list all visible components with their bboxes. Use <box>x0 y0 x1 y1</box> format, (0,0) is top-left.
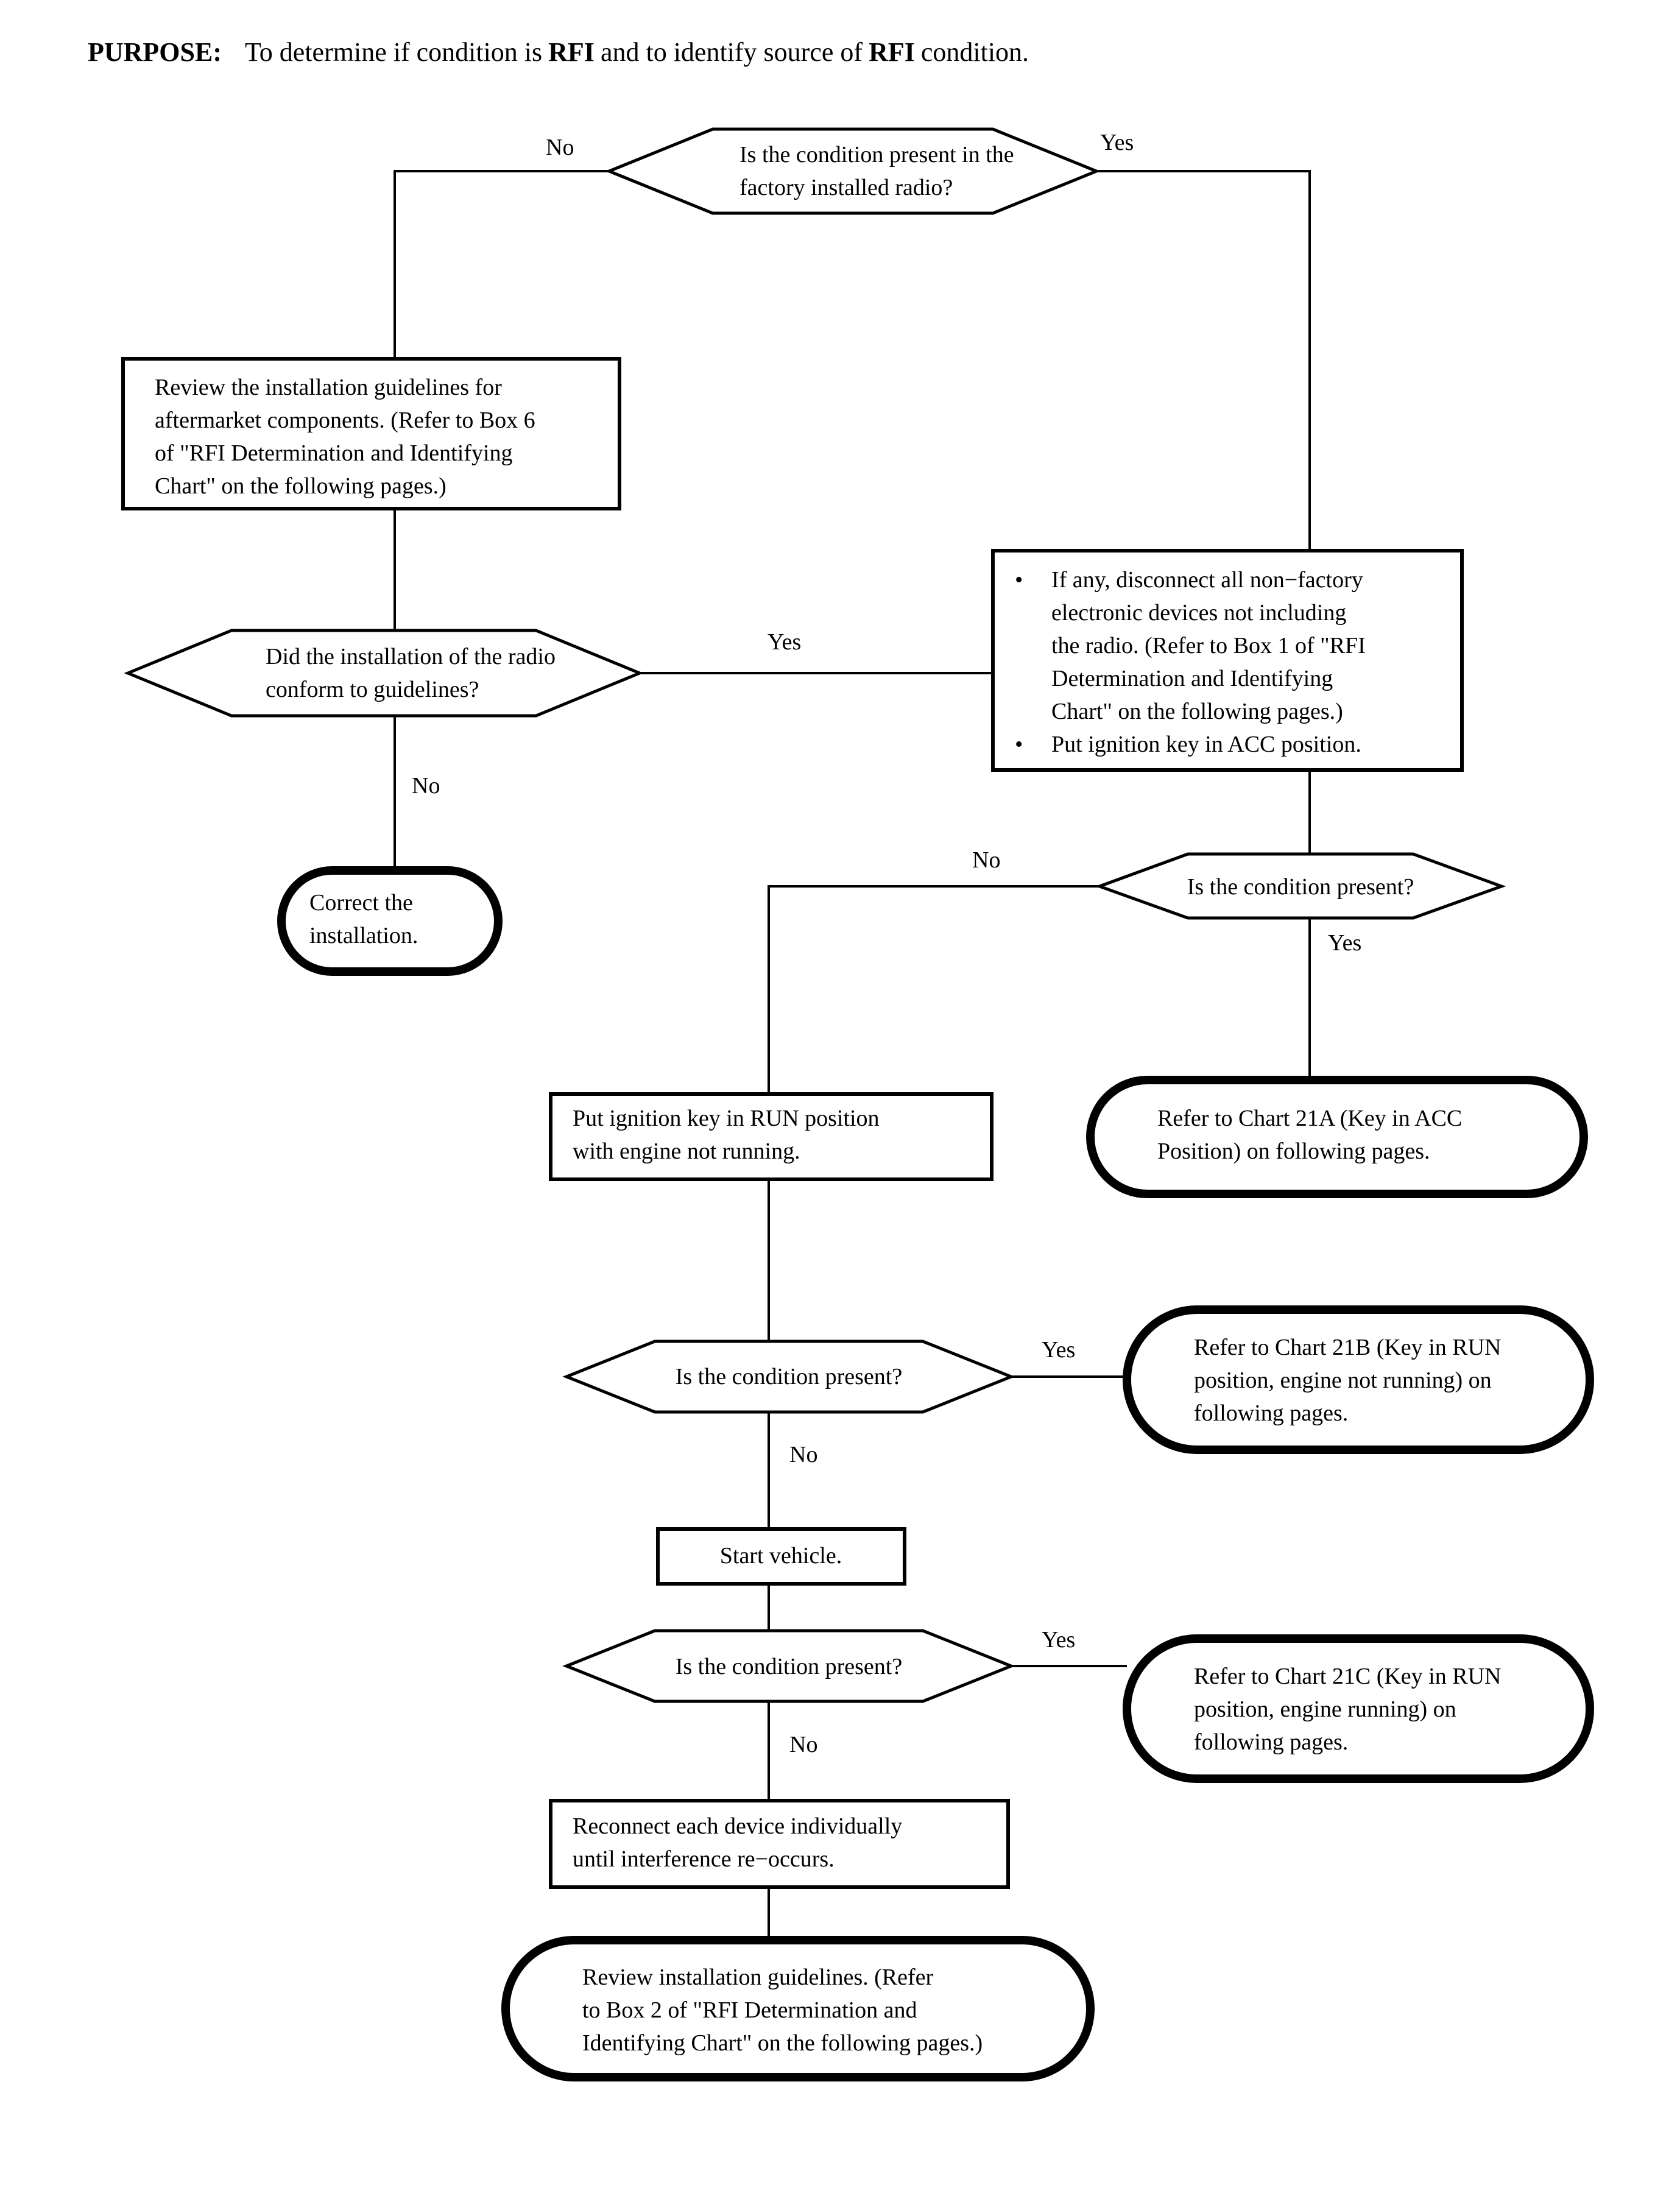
process-reconnect-text: Reconnect each device individually until… <box>573 1814 903 1873</box>
purpose-segment-3: condition. <box>920 37 1029 67</box>
process-start-vehicle-shape <box>656 1527 906 1586</box>
disconnect-bullet-item: • If any, disconnect all non−factory ele… <box>1015 565 1444 730</box>
label-yes-present3: Yes <box>1042 1628 1076 1653</box>
label-yes-factory-radio: Yes <box>1100 130 1134 156</box>
process-review-guidelines-text: Review the installation guidelines for a… <box>155 375 535 500</box>
terminal-review-guidelines-shape <box>501 1936 1095 2081</box>
label-no-present2: No <box>789 1442 818 1468</box>
decision-present1-shape <box>1095 852 1506 920</box>
label-no-present1: No <box>972 848 1001 874</box>
label-yes-present1: Yes <box>1328 931 1362 956</box>
purpose-rfi-1: RFI <box>548 37 595 67</box>
process-run-position-text: Put ignition key in RUN position with en… <box>573 1106 880 1165</box>
terminal-chart-21a-text: Refer to Chart 21A (Key in ACC Position)… <box>1157 1106 1463 1165</box>
node-shapes <box>121 127 1594 2081</box>
edge-no-factory-radio <box>394 170 609 359</box>
edge-no-present1 <box>768 885 1099 1094</box>
bullet-icon: • <box>1015 732 1023 758</box>
edge-yes-factory-radio <box>1096 170 1311 551</box>
terminal-chart-21b-text: Refer to Chart 21B (Key in RUN position,… <box>1194 1335 1502 1427</box>
purpose-label: PURPOSE: <box>88 37 222 67</box>
process-disconnect-shape <box>991 549 1464 772</box>
purpose-rfi-2: RFI <box>869 37 915 67</box>
process-run-position-shape <box>549 1092 994 1181</box>
process-start-vehicle-text: Start vehicle. <box>719 1544 842 1569</box>
terminal-chart-21a-shape <box>1086 1076 1588 1198</box>
ignition-acc-bullet-item: • Put ignition key in ACC position. <box>1015 730 1444 763</box>
decision-present1-text: Is the condition present? <box>1187 875 1414 900</box>
label-yes-conform: Yes <box>768 630 802 655</box>
bullet-icon: • <box>1015 568 1023 593</box>
decision-conform-shape <box>124 629 644 718</box>
terminal-review-guidelines-text: Review installation guidelines. (Refer t… <box>582 1965 983 2056</box>
terminal-correct-installation-text: Correct the installation. <box>309 891 418 949</box>
decision-present3-shape <box>562 1629 1015 1703</box>
ignition-acc-text: Put ignition key in ACC position. <box>1051 732 1361 758</box>
terminal-chart-21b-shape <box>1123 1305 1594 1454</box>
purpose-segment-2: and to identify source of <box>600 37 863 67</box>
process-disconnect-text: • If any, disconnect all non−factory ele… <box>1015 565 1444 763</box>
decision-present3-text: Is the condition present? <box>675 1654 903 1680</box>
connector-lines <box>394 170 1311 1940</box>
terminal-correct-installation-shape <box>277 866 503 976</box>
label-yes-present2: Yes <box>1042 1338 1076 1363</box>
decision-factory-radio-shape <box>605 127 1101 215</box>
decision-present2-shape <box>562 1340 1015 1414</box>
terminal-chart-21c-text: Refer to Chart 21C (Key in RUN position,… <box>1194 1664 1502 1756</box>
process-review-guidelines-shape <box>121 357 621 510</box>
decision-present2-text: Is the condition present? <box>675 1364 903 1390</box>
decision-factory-radio-text: Is the condition present in the factory … <box>739 143 1014 201</box>
purpose-segment-1: To determine if condition is <box>245 37 543 67</box>
process-reconnect-shape <box>549 1799 1010 1889</box>
decision-conform-text: Did the installation of the radio confor… <box>266 644 556 703</box>
label-no-present3: No <box>789 1732 818 1758</box>
disconnect-devices-text: If any, disconnect all non−factory elect… <box>1051 568 1366 725</box>
terminal-chart-21c-shape <box>1123 1634 1594 1783</box>
label-no-factory-radio: No <box>546 135 574 161</box>
label-no-conform: No <box>412 774 440 799</box>
